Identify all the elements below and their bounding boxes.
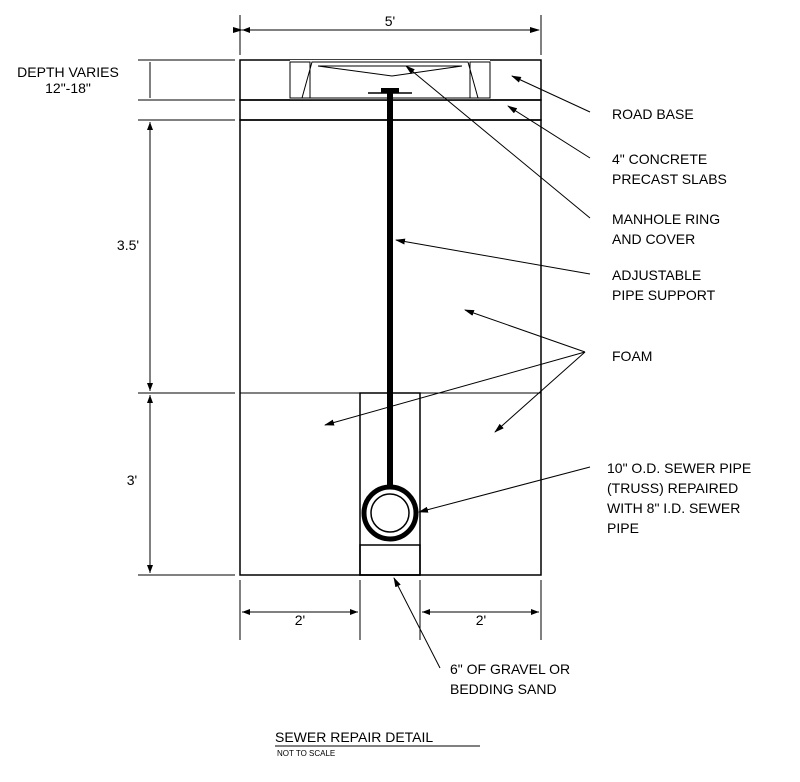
dim-lower-depth: 3'	[127, 472, 137, 488]
label-slabs-1: 4" CONCRETE	[612, 151, 707, 167]
label-pipe-2: (TRUSS) REPAIRED	[607, 480, 738, 496]
gravel-bedding	[359, 544, 421, 576]
sewer-pipe-inner	[370, 493, 410, 533]
label-pipe-4: PIPE	[607, 520, 639, 536]
label-road-base: ROAD BASE	[612, 106, 694, 122]
dim-depth-varies-2: 12"-18"	[45, 80, 91, 96]
manhole-ring	[301, 61, 479, 99]
adjustable-pipe-support	[387, 88, 393, 493]
manhole-cover	[317, 65, 463, 77]
label-manhole-2: AND COVER	[612, 231, 695, 247]
label-manhole-1: MANHOLE RING	[612, 211, 720, 227]
drawing-title: SEWER REPAIR DETAIL	[275, 729, 433, 745]
leader-lines	[324, 65, 591, 669]
dim-depth-varies-1: DEPTH VARIES	[17, 64, 119, 80]
dimension-lines: 5' DEPTH VARIES 12"-18" 3.5' 3' 2' 2'	[17, 13, 542, 640]
callout-labels: ROAD BASE 4" CONCRETE PRECAST SLABS MANH…	[450, 106, 751, 697]
dim-upper-depth: 3.5'	[117, 237, 139, 253]
label-gravel-2: BEDDING SAND	[450, 681, 557, 697]
label-support-2: PIPE SUPPORT	[612, 287, 716, 303]
trench-section	[239, 59, 542, 576]
drawing-subtitle: NOT TO SCALE	[277, 749, 335, 758]
label-slabs-2: PRECAST SLABS	[612, 171, 727, 187]
label-foam: FOAM	[612, 348, 652, 364]
label-support-1: ADJUSTABLE	[612, 267, 701, 283]
dim-width-top: 5'	[385, 13, 395, 29]
label-pipe-1: 10" O.D. SEWER PIPE	[607, 460, 751, 476]
dim-left-width: 2'	[295, 612, 305, 628]
dim-right-width: 2'	[476, 612, 486, 628]
label-pipe-3: WITH 8" I.D. SEWER	[607, 500, 740, 516]
label-gravel-1: 6" OF GRAVEL OR	[450, 661, 570, 677]
